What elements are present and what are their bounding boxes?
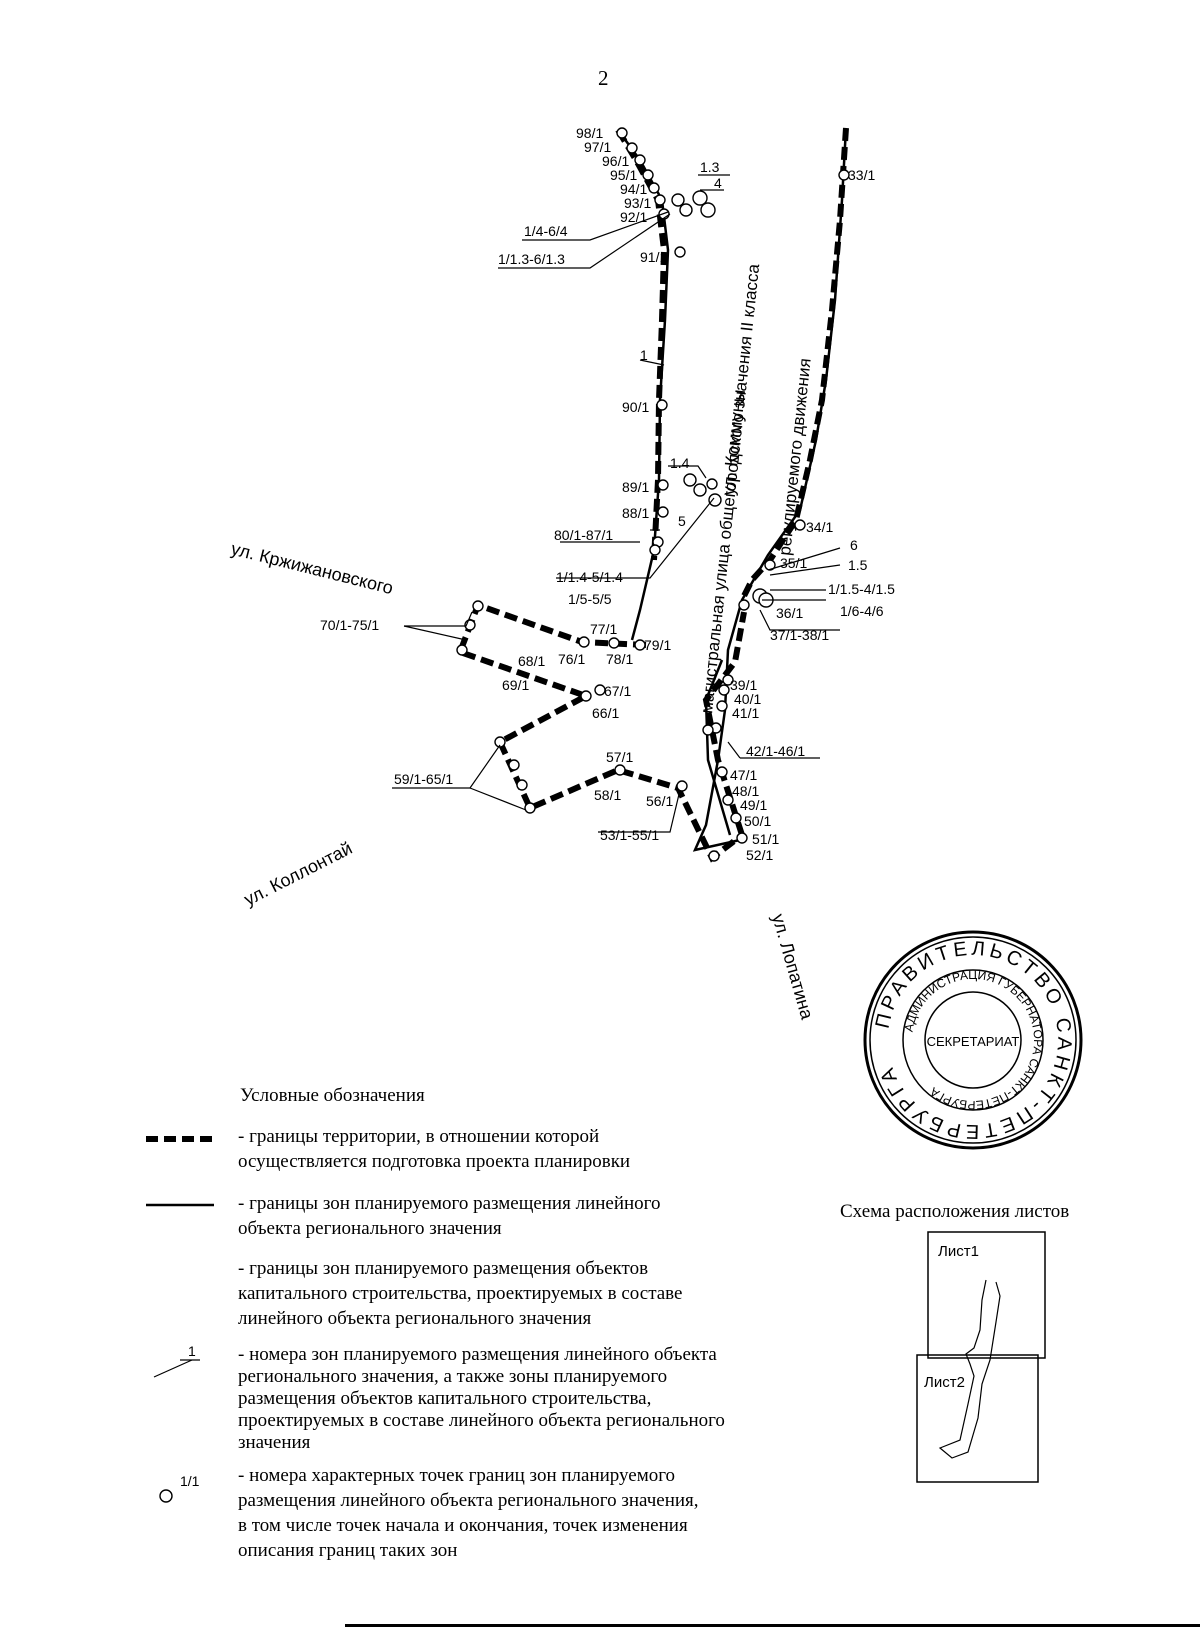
point-label: 80/1-87/1: [554, 527, 613, 543]
point-label: 96/1: [602, 153, 629, 169]
point-label: 58/1: [594, 787, 621, 803]
legend-leader-label: 1: [188, 1343, 196, 1359]
point-label: 42/1-46/1: [746, 743, 805, 759]
sheet-scheme-title: Схема расположения листов: [840, 1201, 1070, 1222]
point-label: 67/1: [604, 683, 631, 699]
zone-label: 1/5-5/5: [568, 591, 612, 607]
zone-label: 1.3: [700, 159, 720, 175]
point-label: 66/1: [592, 705, 619, 721]
point-label: 56/1: [646, 793, 673, 809]
point-label: 90/1: [622, 399, 649, 415]
point-label: 47/1: [730, 767, 757, 783]
zone-label: 1: [640, 347, 648, 363]
official-seal: ПРАВИТЕЛЬСТВО САНКТ-ПЕТЕРБУРГА АДМИНИСТР…: [863, 930, 1083, 1150]
point-label: 52/1: [746, 847, 773, 863]
street-label-kollontai: ул. Коллонтай: [241, 838, 356, 910]
zone-label: 1/1.4-5/1.4: [556, 569, 623, 585]
point-label: 88/1: [622, 505, 649, 521]
legend-text-capital-objects: - границы зон планируемого размещения об…: [238, 1258, 683, 1329]
point-label: 97/1: [584, 139, 611, 155]
sheet1-label: Лист1: [938, 1243, 979, 1260]
zone-label: 4: [714, 175, 722, 191]
point-label: 91/1: [640, 249, 667, 265]
point-label: 78/1: [606, 651, 633, 667]
legend-text-point-numbers: - номера характерных точек границ зон пл…: [238, 1465, 699, 1561]
sheet2-frame: [916, 1354, 1039, 1483]
zone-label: 1/1.3-6/1.3: [498, 251, 565, 267]
point-label: 48/1: [732, 783, 759, 799]
point-label: 95/1: [610, 167, 637, 183]
point-label: 50/1: [744, 813, 771, 829]
point-label: 76/1: [558, 651, 585, 667]
point-label: 39/1: [730, 677, 757, 693]
point-label: 98/1: [576, 125, 603, 141]
point-label: 37/1-38/1: [770, 627, 829, 643]
point-label: 33/1: [848, 167, 875, 183]
zone-label: 1.4: [670, 455, 690, 471]
point-label: 93/1: [624, 195, 651, 211]
point-label: 69/1: [502, 677, 529, 693]
point-label: 35/1: [780, 555, 807, 571]
legend-point-symbol: [159, 1489, 173, 1503]
legend-point-label: 1/1: [180, 1473, 200, 1489]
point-label: 57/1: [606, 749, 633, 765]
point-label: 59/1-65/1: [394, 771, 453, 787]
point-label: 51/1: [752, 831, 779, 847]
zone-label: 6: [850, 537, 858, 553]
legend-symbols: 1 1/1: [146, 1136, 214, 1503]
legend-text-zone-numbers: - номера зон планируемого размещения лин…: [238, 1344, 725, 1453]
bottom-rule: [345, 1624, 1200, 1627]
zone-label: 1/1.5-4/1.5: [828, 581, 895, 597]
sheet2-label: Лист2: [924, 1374, 965, 1391]
zone-label: 1/4-6/4: [524, 223, 568, 239]
sheet1-frame: [927, 1231, 1046, 1359]
point-label: 34/1: [806, 519, 833, 535]
street-label-lopatina: ул. Лопатина: [768, 912, 817, 1023]
point-label: 53/1-55/1: [600, 827, 659, 843]
point-label: 92/1: [620, 209, 647, 225]
point-label: 36/1: [776, 605, 803, 621]
zone-label: 1.5: [848, 557, 868, 573]
point-label: 68/1: [518, 653, 545, 669]
point-label: 49/1: [740, 797, 767, 813]
seal-center-text: СЕКРЕТАРИАТ: [927, 1034, 1020, 1049]
point-label: 40/1: [734, 691, 761, 707]
zone-label: 1/6-4/6: [840, 603, 884, 619]
point-label: 94/1: [620, 181, 647, 197]
street-label-krzhizhanovskogo: ул. Кржижановского: [229, 538, 395, 598]
legend-text-linear-zone: - границы зон планируемого размещения ли…: [238, 1193, 661, 1239]
zone-label: 5: [678, 513, 686, 529]
legend-leader-symbol: [153, 1359, 193, 1378]
sheet-route-outline: [938, 1279, 1001, 1459]
point-label: 77/1: [590, 621, 617, 637]
point-label: 70/1-75/1: [320, 617, 379, 633]
sheet-layout-scheme: [916, 1231, 1046, 1483]
planning-territory-boundary: [456, 127, 849, 863]
boundary-points: [456, 127, 850, 862]
point-label: 41/1: [732, 705, 759, 721]
legend-title: Условные обозначения: [240, 1085, 425, 1106]
point-label: 89/1: [622, 479, 649, 495]
point-label: 79/1: [644, 637, 671, 653]
legend-text-territory: - границы территории, в отношении которо…: [238, 1126, 631, 1172]
page-number: 2: [598, 66, 609, 90]
leader-lines: [392, 174, 841, 833]
